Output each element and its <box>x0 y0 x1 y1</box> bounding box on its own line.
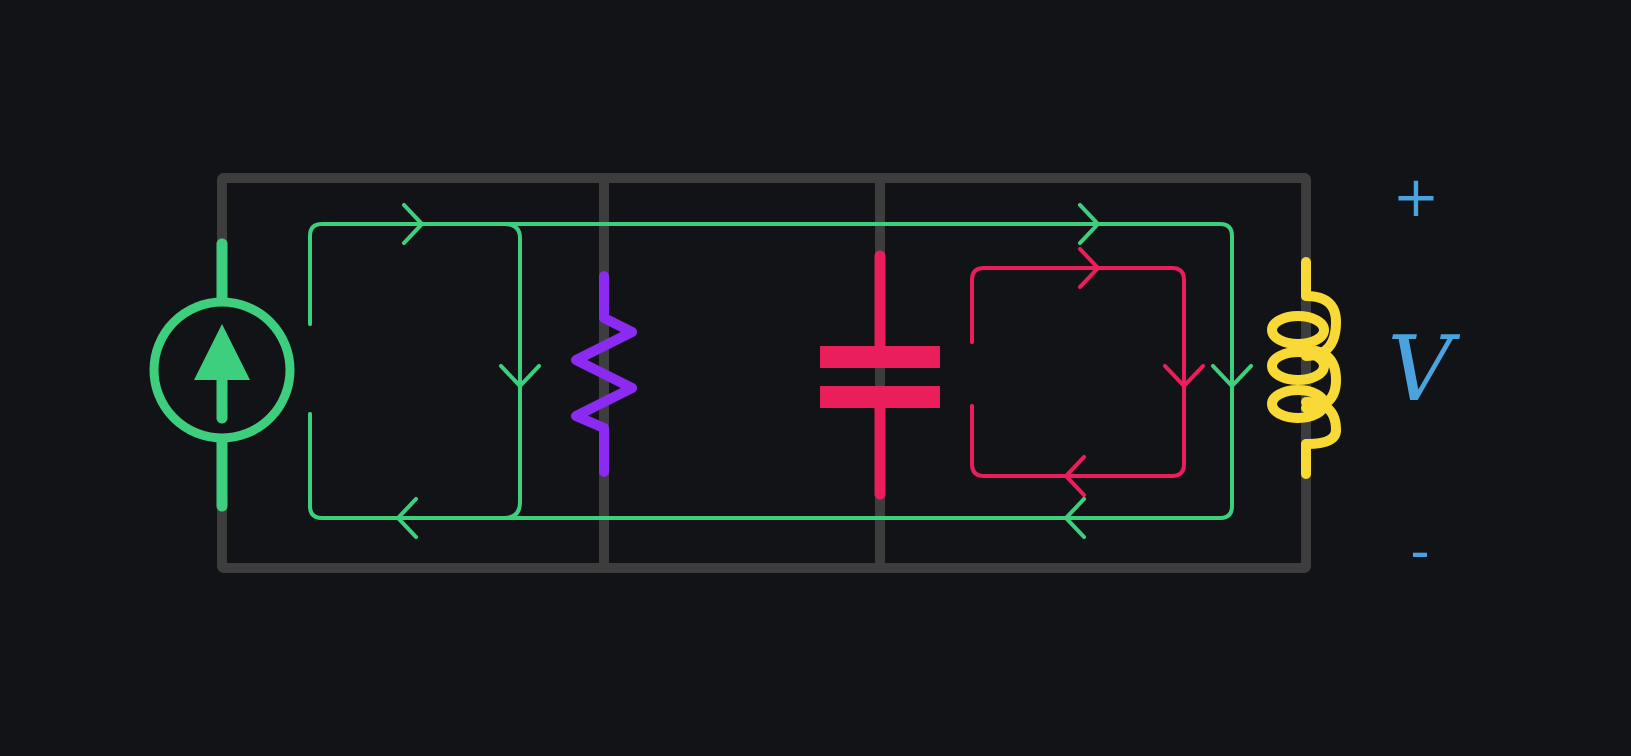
current-loop-outer <box>308 203 1253 539</box>
resistor-zigzag-icon <box>571 271 637 477</box>
capacitor-plate-bottom <box>820 386 940 408</box>
inductor <box>1267 257 1341 479</box>
arrow-left-icon <box>396 497 418 539</box>
inductor-coil-icon <box>1267 291 1341 449</box>
voltage-label: V <box>1388 317 1461 422</box>
wire-frame <box>217 173 1311 573</box>
resistor <box>571 271 637 477</box>
plus-label: + <box>1393 165 1440 230</box>
capacitor-loop-path <box>970 266 1186 478</box>
voltage-labels: + V - <box>1388 165 1461 584</box>
outer-wire-loop <box>217 173 1311 573</box>
arrow-left-icon <box>1064 455 1086 497</box>
arrow-up-icon <box>194 324 250 380</box>
loop-inner-path <box>502 222 522 520</box>
current-source <box>149 238 295 512</box>
capacitor-loop <box>970 247 1205 497</box>
arrow-left-icon <box>1064 497 1086 539</box>
arrow-right-icon <box>1078 247 1100 289</box>
arrow-right-icon <box>1078 203 1100 245</box>
capacitor-plate-top <box>820 346 940 368</box>
current-loop-inner <box>499 222 541 520</box>
arrow-down-icon <box>1163 364 1205 388</box>
arrow-down-icon <box>1211 364 1253 388</box>
arrow-right-icon <box>402 203 424 245</box>
loop-outer-path <box>308 222 1234 520</box>
minus-label: - <box>1411 519 1430 584</box>
capacitor <box>820 250 940 500</box>
arrow-down-icon <box>499 364 541 388</box>
